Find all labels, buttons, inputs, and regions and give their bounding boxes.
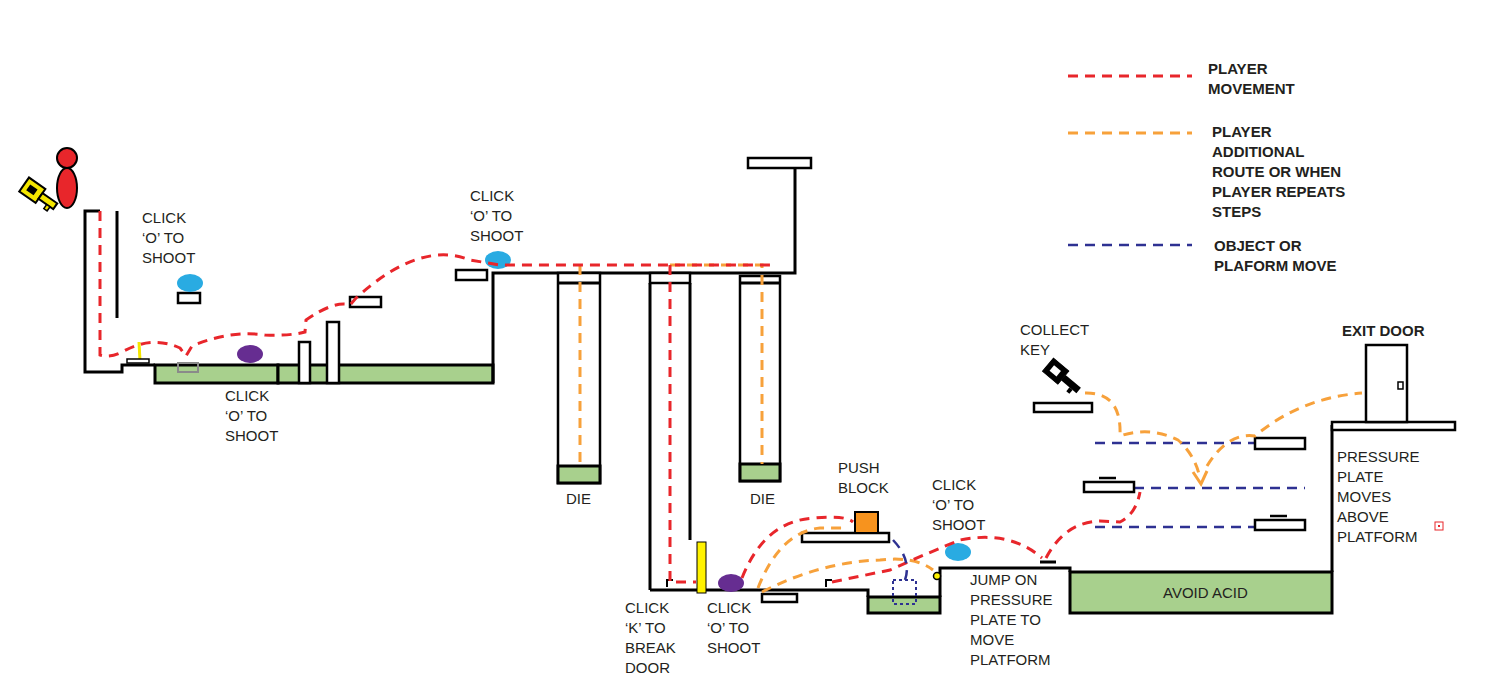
pressure-plate <box>1099 477 1116 480</box>
acid-pool <box>868 597 940 613</box>
platform-motion <box>1134 487 1305 490</box>
lever-base <box>127 359 149 363</box>
pressure-plate <box>1040 561 1056 564</box>
annotation-label: AVOID ACID <box>1163 583 1248 603</box>
platform <box>802 533 889 542</box>
key-hole <box>26 184 37 195</box>
player-route <box>670 265 696 582</box>
platform-motion <box>1095 526 1255 529</box>
moving-platform <box>1255 520 1305 530</box>
drop-shaft-wall <box>649 283 652 590</box>
lower-floor <box>650 590 868 597</box>
key-icon <box>19 177 60 213</box>
corner-marker <box>826 580 832 587</box>
alternate-route <box>758 528 848 588</box>
key-tooth <box>44 205 50 211</box>
alternate-route <box>1085 393 1200 478</box>
acid-pool <box>155 365 278 383</box>
pillar <box>327 322 339 383</box>
lever <box>139 342 140 361</box>
acid-pool <box>558 466 600 483</box>
shoot-target <box>237 345 263 363</box>
key-icon <box>1043 358 1085 397</box>
annotation-label: CLICK ‘O’ TO SHOOT <box>932 475 994 535</box>
breakable-door <box>697 542 706 593</box>
platform <box>178 293 200 303</box>
key-shaft <box>1061 375 1081 393</box>
exit-door <box>1366 345 1407 422</box>
legend-line-sample <box>1068 132 1192 135</box>
sunken-platform <box>178 363 198 372</box>
legend-label: OBJECT OR PLAFORM MOVE <box>1214 236 1359 276</box>
annotation-label: CLICK ‘O’ TO SHOOT <box>142 208 204 268</box>
player-body <box>57 168 77 208</box>
annotation-label: CLICK ‘O’ TO SHOOT <box>707 598 769 658</box>
moving-platform <box>1084 482 1134 492</box>
annotation-label: DIE <box>750 489 775 509</box>
shaft-cover <box>740 282 780 285</box>
pillar <box>299 342 310 383</box>
drop-shaft-wall <box>689 283 692 540</box>
pressure-plate <box>1270 515 1287 518</box>
moving-platform <box>1255 438 1305 449</box>
legend-label: PLAYER MOVEMENT <box>1208 59 1328 99</box>
platform <box>1034 403 1092 412</box>
annotation-label: EXIT DOOR <box>1342 321 1425 341</box>
platform <box>762 594 797 602</box>
shoot-target <box>718 574 744 592</box>
block-motion <box>893 540 907 580</box>
legend-line-sample <box>1068 75 1192 78</box>
push-block <box>855 512 878 533</box>
annotation-label: CLICK ‘O’ TO SHOOT <box>470 186 532 246</box>
annotation-label: PUSH BLOCK <box>838 458 894 498</box>
player-route <box>742 517 853 578</box>
exit-wall <box>1331 425 1334 572</box>
marker-symbol <box>1438 525 1440 527</box>
annotation-label: CLICK ‘K’ TO BREAK DOOR <box>625 598 679 678</box>
death-shaft <box>740 276 780 481</box>
block-target <box>893 580 916 604</box>
marker-symbol <box>1435 522 1443 530</box>
platform <box>456 270 487 280</box>
inner-wall <box>116 211 119 318</box>
legend-line-sample <box>1068 244 1192 247</box>
annotation-label: DIE <box>566 489 591 509</box>
alternate-route <box>670 265 762 464</box>
door-knob <box>1398 382 1403 389</box>
key-hole <box>1050 365 1061 376</box>
player-route <box>1046 492 1140 558</box>
acid-pool <box>1070 572 1332 613</box>
legend-label: PLAYER ADDITIONAL ROUTE OR WHEN PLAYER R… <box>1212 122 1357 222</box>
platform <box>748 158 811 168</box>
corner-marker <box>667 580 673 587</box>
annotation-label: CLICK ‘O’ TO SHOOT <box>225 386 287 446</box>
annotation-label: JUMP ON PRESSURE PLATE TO MOVE PLATFORM <box>970 570 1065 670</box>
route-arrowhead <box>1193 471 1207 484</box>
acid-pool <box>740 464 780 481</box>
annotation-label: PRESSURE PLATE MOVES ABOVE PLATFORM <box>1337 447 1425 547</box>
switch-dot <box>934 573 941 580</box>
alternate-route <box>579 265 582 466</box>
annotation-label: COLLECT KEY <box>1020 320 1100 360</box>
shoot-target <box>177 274 203 292</box>
key-tooth <box>1066 387 1072 393</box>
player-head <box>57 148 77 168</box>
